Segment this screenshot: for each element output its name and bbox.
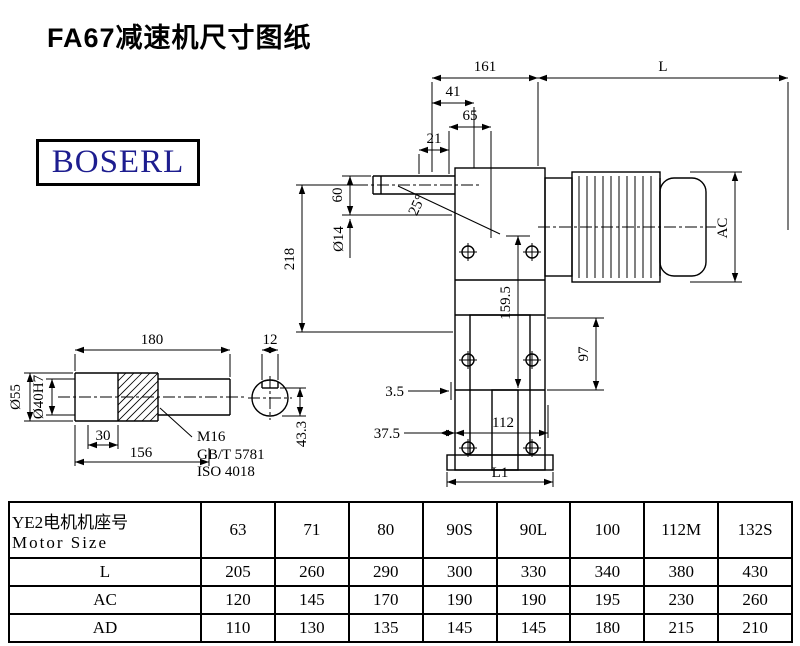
thread-hatch xyxy=(118,373,158,421)
technical-drawing: 161 L 41 65 21 60 Ø14 218 25° 159.5 97 A… xyxy=(8,59,789,487)
dim-41-label: 41 xyxy=(446,84,461,100)
table-cell: 290 xyxy=(347,557,424,587)
table-cell: 205 xyxy=(200,557,276,587)
standard-gb-label: GB/T 5781 xyxy=(197,447,265,463)
dim-97-label: 97 xyxy=(576,346,592,362)
motor-size-label-en: Motor Size xyxy=(12,532,109,552)
table-header-cell: 132S xyxy=(717,501,793,559)
dia-14-label: Ø14 xyxy=(331,226,347,252)
dim-AC-label: AC xyxy=(715,218,731,239)
bolt-holes xyxy=(459,243,541,457)
dim-L-label: L xyxy=(658,59,667,75)
row-label: AC xyxy=(8,585,202,615)
dim-43-3-label: 43.3 xyxy=(294,421,310,447)
dimension-lines-shaft xyxy=(24,346,306,466)
table-header-cell: 100 xyxy=(569,501,646,559)
table-row-AC: AC 120 145 170 190 190 195 230 260 xyxy=(8,585,793,615)
standard-iso-label: ISO 4018 xyxy=(197,464,255,480)
dia-40-label: Ø40H7 xyxy=(31,374,47,419)
table-header-cell: 63 xyxy=(200,501,276,559)
motor-size-header-cell: YE2电机机座号 Motor Size xyxy=(8,501,202,559)
table-cell: 330 xyxy=(495,557,572,587)
dim-180-label: 180 xyxy=(141,332,164,348)
dim-218-label: 218 xyxy=(282,248,298,271)
angle-25-line xyxy=(397,185,501,235)
table-cell: 210 xyxy=(717,613,793,643)
table-cell: 430 xyxy=(717,557,793,587)
table-cell: 190 xyxy=(495,585,572,615)
row-label: AD xyxy=(8,613,202,643)
table-cell: 130 xyxy=(273,613,350,643)
dim-112-label: 112 xyxy=(492,415,514,431)
table-row-AD: AD 110 130 135 145 145 180 215 210 xyxy=(8,613,793,643)
table-cell: 230 xyxy=(643,585,720,615)
dia-55-label: Ø55 xyxy=(8,384,24,410)
dim-37-5-label: 37.5 xyxy=(374,426,400,442)
dimension-lines-main xyxy=(296,74,789,487)
row-label: L xyxy=(8,557,202,587)
table-header-cell: 80 xyxy=(347,501,424,559)
dim-12-label: 12 xyxy=(263,332,278,348)
boserl-logo: BOSERL xyxy=(36,139,200,186)
dim-159-5-label: 159.5 xyxy=(498,286,514,320)
dim-21-label: 21 xyxy=(427,131,442,147)
shaft-cross-section xyxy=(248,376,292,420)
table-header-cell: 112M xyxy=(643,501,720,559)
table-header-cell: 90L xyxy=(495,501,572,559)
dimension-labels-main: 161 L 41 65 21 60 Ø14 218 25° 159.5 97 A… xyxy=(282,59,731,481)
table-cell: 145 xyxy=(495,613,572,643)
shaft-profile xyxy=(58,372,246,438)
table-cell: 215 xyxy=(643,613,720,643)
motor xyxy=(538,171,716,283)
table-cell: 190 xyxy=(421,585,498,615)
dimension-table: YE2电机机座号 Motor Size 63 71 80 90S 90L 100… xyxy=(8,501,793,643)
dim-30-label: 30 xyxy=(96,428,111,444)
dim-L1-label: L1 xyxy=(492,465,509,481)
table-row-L: L 205 260 290 300 330 340 380 430 xyxy=(8,557,793,587)
table-cell: 260 xyxy=(273,557,350,587)
table-cell: 260 xyxy=(717,585,793,615)
table-cell: 380 xyxy=(643,557,720,587)
motor-size-label-cn: YE2电机机座号 xyxy=(12,512,129,532)
table-cell: 340 xyxy=(569,557,646,587)
table-cell: 195 xyxy=(569,585,646,615)
table-cell: 145 xyxy=(421,613,498,643)
shaft-detail-view: 180 12 Ø55 Ø40H7 30 156 M16 GB/T 5781 IS… xyxy=(8,332,310,480)
dim-65-label: 65 xyxy=(463,108,478,124)
table-header-cell: 90S xyxy=(421,501,498,559)
main-view: 161 L 41 65 21 60 Ø14 218 25° 159.5 97 A… xyxy=(282,59,789,487)
table-cell: 145 xyxy=(273,585,350,615)
table-cell: 300 xyxy=(421,557,498,587)
thread-m16-label: M16 xyxy=(197,429,226,445)
thread-leader-line xyxy=(159,407,193,438)
table-cell: 170 xyxy=(347,585,424,615)
dim-60-label: 60 xyxy=(330,188,346,203)
dimension-labels-shaft: 180 12 Ø55 Ø40H7 30 156 M16 GB/T 5781 IS… xyxy=(8,332,310,480)
table-header-row: YE2电机机座号 Motor Size 63 71 80 90S 90L 100… xyxy=(8,501,793,559)
table-cell: 120 xyxy=(200,585,276,615)
page-title: FA67减速机尺寸图纸 xyxy=(47,23,312,53)
table-cell: 110 xyxy=(200,613,276,643)
output-shaft xyxy=(356,175,501,235)
dim-161-label: 161 xyxy=(474,59,497,75)
table-cell: 135 xyxy=(347,613,424,643)
bottom-flange xyxy=(446,454,554,471)
dim-3-5-label: 3.5 xyxy=(385,384,404,400)
angle-25-label: 25° xyxy=(406,192,429,218)
table-header-cell: 71 xyxy=(273,501,350,559)
dim-156-label: 156 xyxy=(130,445,153,461)
table-cell: 180 xyxy=(569,613,646,643)
